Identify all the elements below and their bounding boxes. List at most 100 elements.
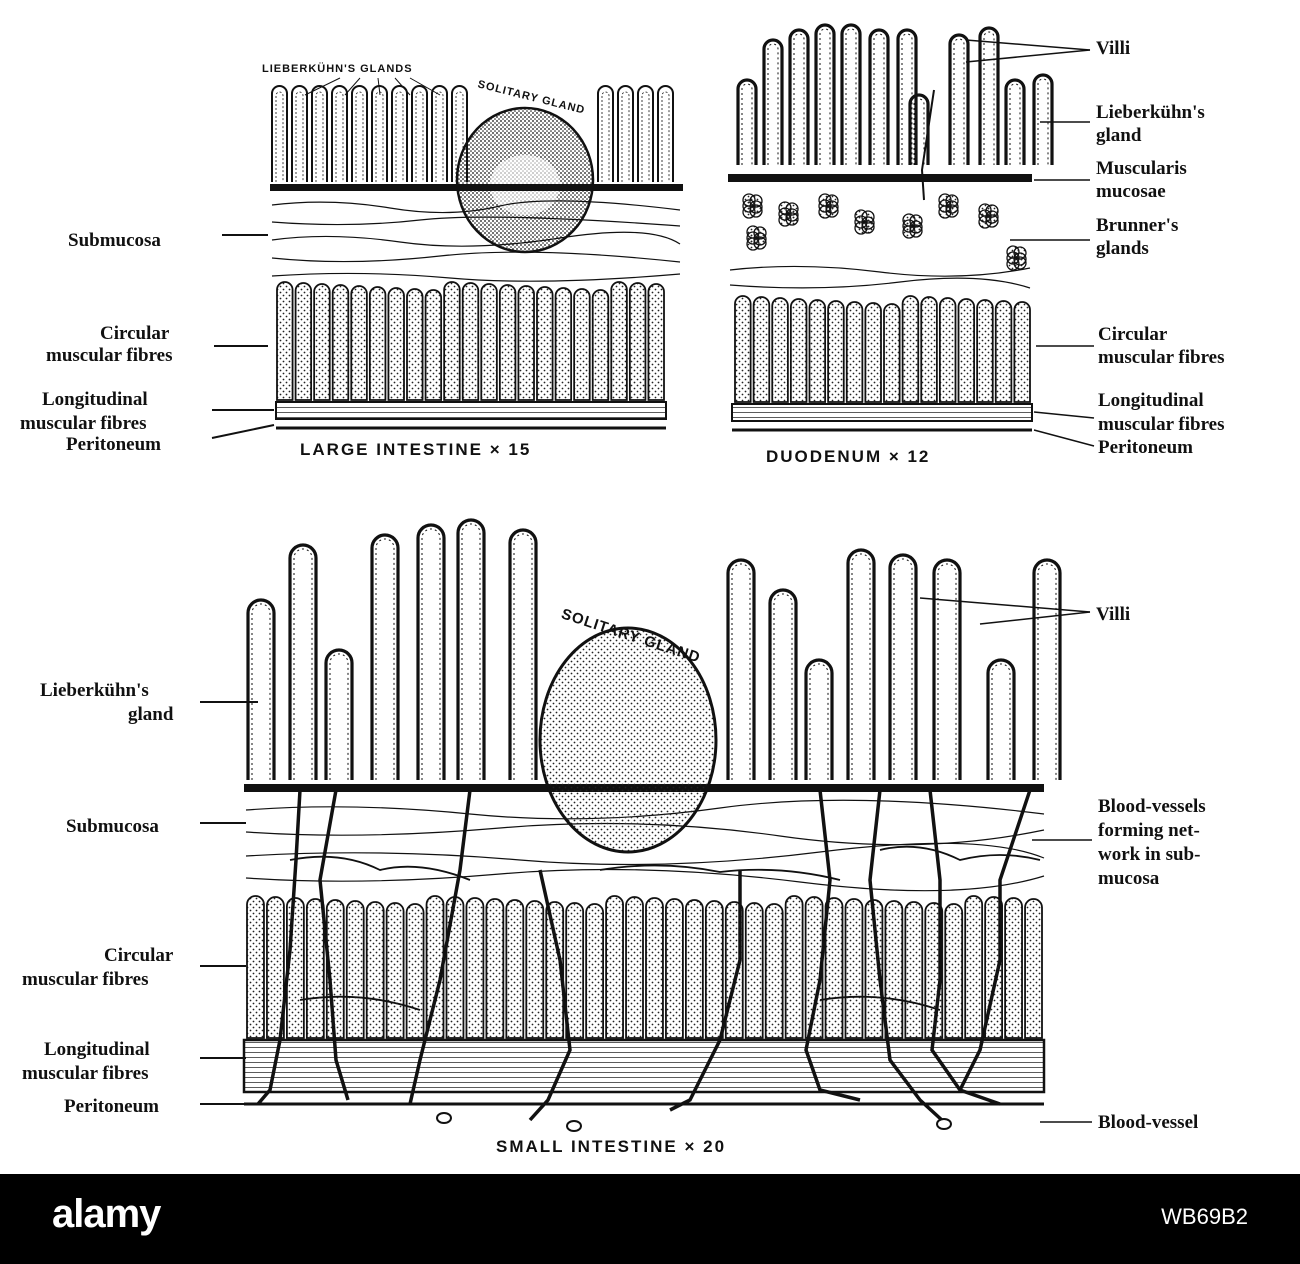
duodenum-villus <box>908 93 930 165</box>
small-intestine-muscle-column <box>465 897 485 1039</box>
small-intestine-villus <box>246 598 276 780</box>
large-intestine-muscle-column <box>424 289 443 401</box>
large-intestine-gland <box>271 85 288 182</box>
duodenum-muscle-column <box>789 298 808 403</box>
large-intestine-gland-lumen <box>295 91 304 182</box>
duodenum-villi-label: Villi <box>1096 38 1130 59</box>
large-intestine-gland <box>657 85 674 182</box>
duodenum-villus <box>953 38 965 165</box>
blood-vessel <box>868 789 946 1124</box>
large-intestine-gland-lumen <box>335 91 344 182</box>
duodenum-muscle-column <box>901 295 920 403</box>
duodenum-villus <box>978 26 1000 165</box>
brunner-gland-lobule <box>825 200 839 214</box>
small-intestine-villus <box>288 543 318 780</box>
large-intestine-circular-muscle <box>276 281 665 401</box>
duodenum-circular-label-2: muscular fibres <box>1098 347 1225 368</box>
duodenum-villus <box>767 43 779 165</box>
large-intestine-muscle-column <box>276 281 294 401</box>
small-intestine-muscle-column <box>764 903 784 1039</box>
small-intestine-villus <box>251 603 271 780</box>
large-intestine-gland-lumen <box>435 91 444 182</box>
small-intestine-muscle-column <box>385 902 405 1039</box>
duodenum-villus <box>1004 78 1026 165</box>
large-intestine-gland-lumen <box>415 91 424 182</box>
small-intestine-caption: SMALL INTESTINE × 20 <box>496 1137 726 1156</box>
duodenum-circular-muscle <box>734 295 1031 403</box>
large-intestine-muscle-column <box>368 286 387 401</box>
duodenum-brunner-label-2: glands <box>1096 238 1149 259</box>
large-intestine-muscle-column <box>443 281 461 401</box>
duodenum-villus <box>948 33 970 165</box>
small-intestine-villus <box>1032 558 1062 780</box>
duodenum-muscle-column <box>920 296 938 403</box>
duodenum-villus <box>840 23 862 165</box>
duodenum-muscle-column <box>845 301 864 403</box>
small-intestine-villus <box>508 528 538 780</box>
small-blood-net-label-1: Blood-vessels <box>1098 796 1206 817</box>
small-intestine-villus <box>329 653 349 780</box>
small-intestine-villus <box>324 648 354 780</box>
brunner-gland-lobule <box>753 232 767 246</box>
large-submucosa-label: Submucosa <box>68 230 161 251</box>
duodenum-villus <box>1009 83 1021 165</box>
duodenum-villus <box>896 28 918 165</box>
small-longitudinal-label-2: muscular fibres <box>22 1063 149 1084</box>
duodenum-muscularis-label-2: mucosae <box>1096 181 1166 202</box>
small-intestine-muscle-column <box>744 902 764 1039</box>
large-intestine-muscle-column <box>461 282 480 401</box>
duodenum-lieberkuhn-label-2: gland <box>1096 125 1142 146</box>
large-longitudinal-label-1: Longitudinal <box>42 389 148 410</box>
small-intestine-muscle-column <box>944 903 964 1039</box>
small-blood-net-label-4: mucosa <box>1098 868 1160 889</box>
blood-vessel <box>408 789 472 1105</box>
duodenum-muscle-column <box>734 295 752 403</box>
duodenum-panel: Villi Lieberkühn's gland Muscularis muco… <box>728 23 1225 466</box>
blood-vessel <box>958 789 1032 1091</box>
small-intestine-muscle-column <box>585 903 604 1039</box>
footer-banner: alamy WB69B2 <box>0 1174 1300 1264</box>
large-intestine-gland <box>311 85 328 182</box>
alamy-logo: alamy <box>52 1192 161 1236</box>
small-intestine-muscle-column <box>565 902 585 1039</box>
small-intestine-villus <box>421 528 441 780</box>
small-intestine-muscle-column <box>824 897 844 1039</box>
small-intestine-villus <box>293 548 313 780</box>
large-intestine-gland-lumen <box>601 91 610 182</box>
large-intestine-gland-lumen <box>621 91 630 182</box>
small-intestine-muscle-column <box>804 896 824 1039</box>
large-intestine-muscle-column <box>573 288 591 401</box>
small-intestine-villus <box>375 538 395 780</box>
blood-vessel <box>256 789 302 1106</box>
small-intestine-villus <box>893 558 913 780</box>
large-intestine-gland-lumen <box>395 91 404 182</box>
duodenum-villus <box>814 23 836 165</box>
large-intestine-panel: LIEBERKÜHN'S GLANDS SOLITARY GLAND Submu… <box>20 62 683 459</box>
brunner-gland-lobule <box>861 216 875 230</box>
small-intestine-muscle-column <box>246 895 265 1039</box>
small-intestine-villus <box>461 523 481 780</box>
small-intestine-muscle-column <box>704 900 724 1039</box>
blood-vessel <box>804 789 861 1102</box>
large-intestine-gland <box>597 85 614 182</box>
large-intestine-glands-label: LIEBERKÜHN'S GLANDS <box>262 62 413 75</box>
large-intestine-muscle-column <box>294 282 313 401</box>
large-circular-label-2: muscular fibres <box>46 345 173 366</box>
small-intestine-villus <box>809 663 829 780</box>
duodenum-caption: DUODENUM × 12 <box>766 447 930 466</box>
small-peritoneum-label: Peritoneum <box>64 1096 159 1117</box>
duodenum-villus <box>868 28 890 165</box>
small-intestine-muscle-column <box>266 896 285 1039</box>
small-intestine-villus <box>456 518 486 780</box>
small-intestine-villus <box>932 558 962 780</box>
blood-vessel-network <box>819 995 941 1011</box>
large-intestine-longitudinal-muscle <box>275 401 667 420</box>
small-intestine-villus <box>937 563 957 780</box>
blood-vessel <box>669 870 742 1112</box>
small-intestine-muscle-column <box>505 899 525 1039</box>
large-peritoneum-label: Peritoneum <box>66 434 161 455</box>
duodenum-longitudinal-label-1: Longitudinal <box>1098 390 1204 411</box>
large-intestine-gland <box>371 85 388 182</box>
small-intestine-muscle-column <box>1024 898 1043 1039</box>
large-intestine-gland <box>291 85 308 182</box>
